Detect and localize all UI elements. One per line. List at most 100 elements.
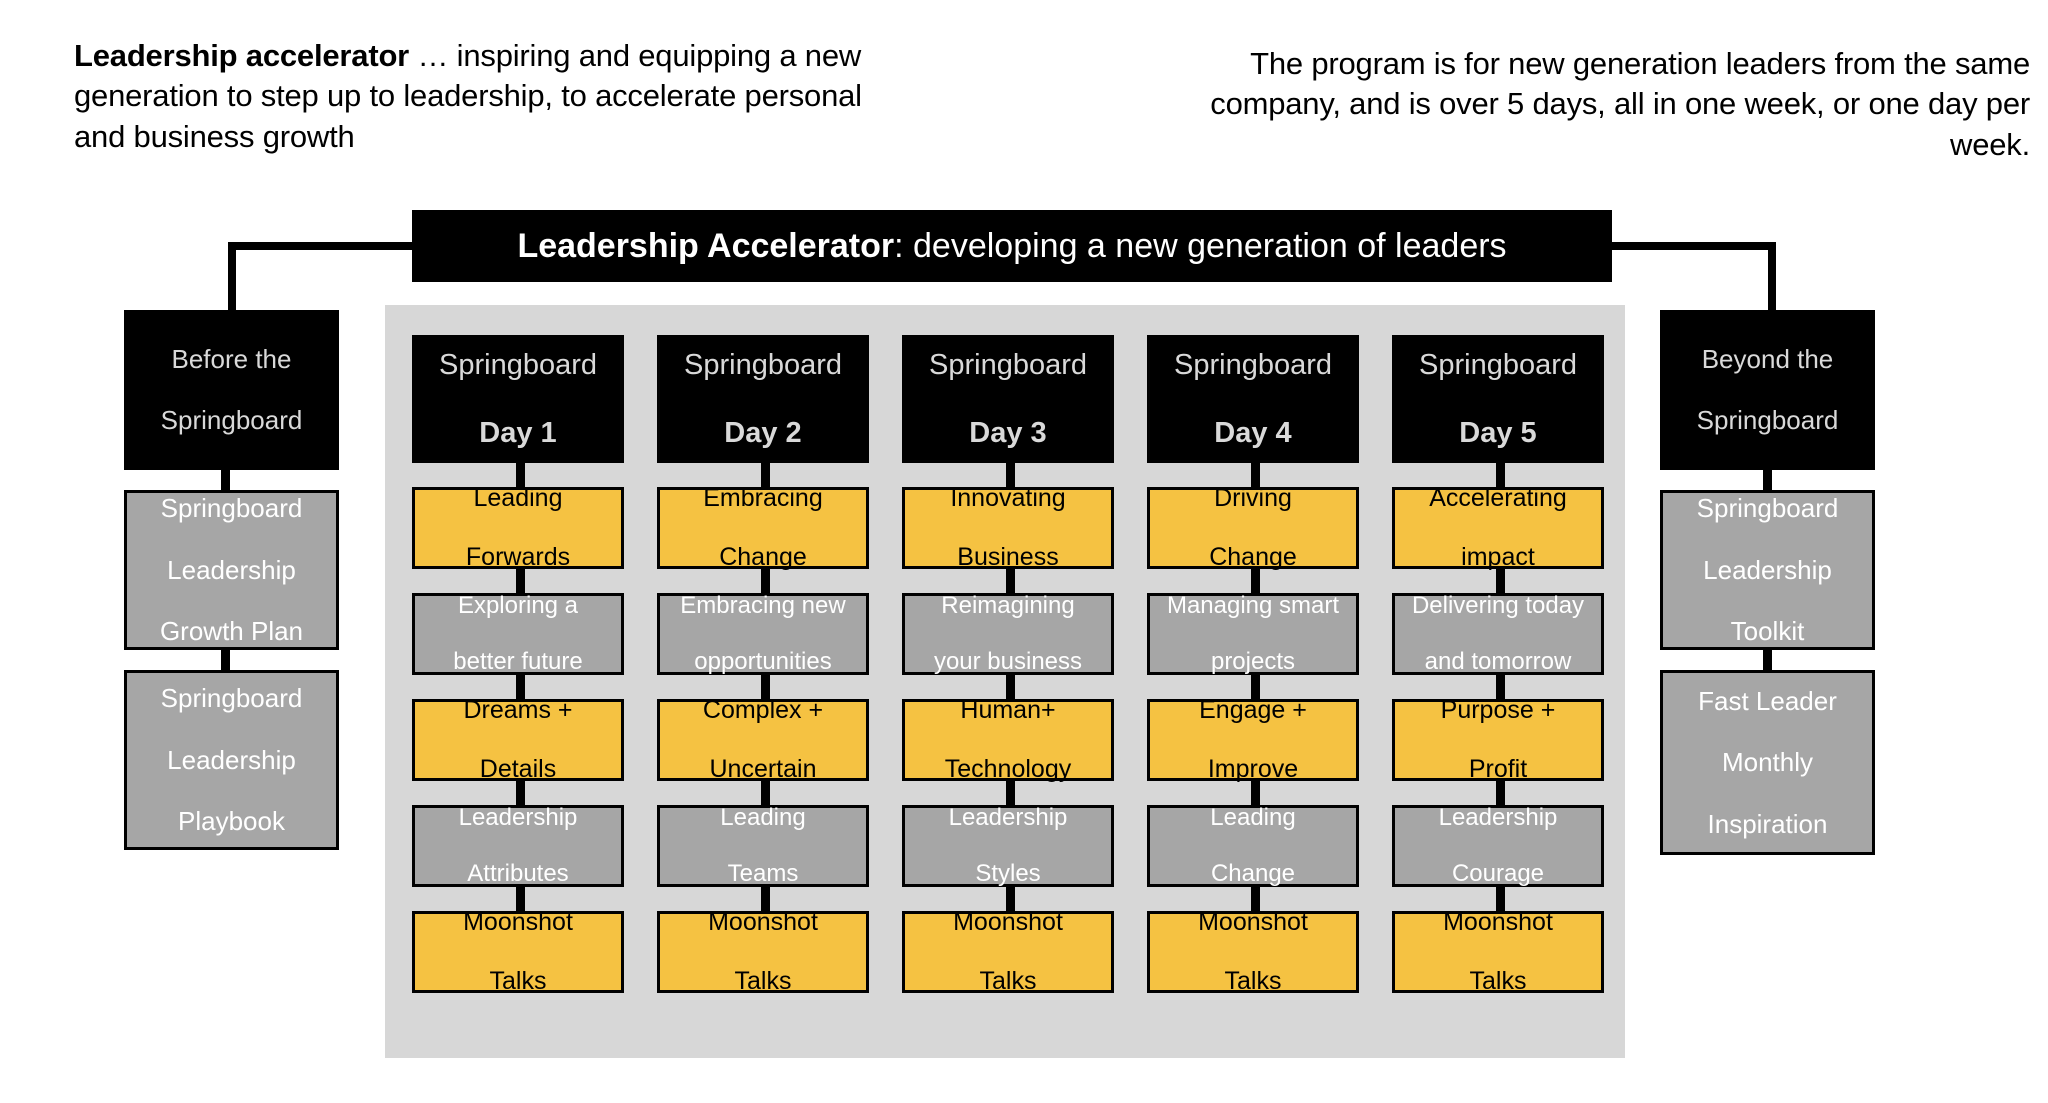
day-5-cell-5-line1: Moonshot — [1443, 907, 1553, 936]
connector-day-4-2 — [1251, 675, 1260, 701]
day-4-cell-3-label: Engage +Improve — [1187, 696, 1319, 785]
day-3-cell-3[interactable]: Human+Technology — [902, 696, 1114, 783]
before-the-springboard-header[interactable]: Before the Springboard — [124, 310, 339, 470]
day-4-cell-5-line2: Talks — [1224, 966, 1282, 995]
beyond-item-fast-leader[interactable]: Fast Leader Monthly Inspiration — [1660, 670, 1875, 855]
day-2-cell-3-label: Complex +Uncertain — [691, 696, 835, 785]
before-item-1-line2: Leadership — [167, 554, 296, 585]
page-title-strong: Leadership Accelerator — [517, 226, 895, 265]
day-2-cell-2-line1: Embracing new — [680, 591, 846, 619]
day-5-cell-3[interactable]: Purpose +Profit — [1392, 696, 1604, 783]
day-2-header-line1: Springboard — [684, 348, 842, 381]
day-2-header-line2: Day 2 — [724, 417, 802, 450]
connector-day-1-0 — [516, 463, 525, 489]
day-2-cell-3[interactable]: Complex +Uncertain — [657, 696, 869, 783]
connector-day-1-4 — [516, 887, 525, 913]
beyond-item-toolkit[interactable]: Springboard Leadership Toolkit — [1660, 490, 1875, 650]
before-item-playbook[interactable]: Springboard Leadership Playbook — [124, 670, 339, 850]
day-5-cell-1-line2: impact — [1461, 542, 1535, 571]
day-1-cell-1-line2: Forwards — [465, 542, 571, 571]
before-item-2-label: Springboard Leadership Playbook — [149, 683, 315, 836]
connector-day-2-0 — [761, 463, 770, 489]
day-3-cell-2-line2: your business — [933, 648, 1083, 676]
connector-day-4-1 — [1251, 569, 1260, 595]
connector-day-5-2 — [1496, 675, 1505, 701]
beyond-item-2-line1: Fast Leader — [1698, 685, 1837, 716]
day-1-cell-3-line1: Dreams + — [463, 695, 573, 724]
day-3-cell-1-line2: Business — [957, 542, 1059, 571]
day-4-header-line2: Day 4 — [1214, 417, 1292, 450]
connector-day-1-1 — [516, 569, 525, 595]
intro-text-right: The program is for new generation leader… — [1210, 46, 2030, 162]
day-5-cell-2-line2: and tomorrow — [1424, 648, 1572, 676]
day-5-cell-2-line1: Delivering today — [1411, 591, 1585, 619]
before-item-2-line1: Springboard — [160, 683, 303, 714]
beyond-the-springboard-header[interactable]: Beyond the Springboard — [1660, 310, 1875, 470]
day-1-header-line2: Day 1 — [479, 417, 557, 450]
day-4-cell-3[interactable]: Engage +Improve — [1147, 696, 1359, 783]
day-1-cell-3[interactable]: Dreams + Details — [412, 696, 624, 783]
day-3-cell-4-line2: Styles — [975, 860, 1041, 888]
before-header-label: Before the Springboard — [149, 344, 315, 436]
connector-before-2 — [221, 648, 230, 672]
day-4-cell-3-line1: Engage + — [1199, 695, 1307, 724]
day-5-cell-4-line2: Courage — [1451, 860, 1545, 888]
day-1-cell-3-label: Dreams + Details — [451, 696, 584, 785]
connector-day-5-1 — [1496, 569, 1505, 595]
day-1-cell-3-line2: Details — [479, 754, 557, 783]
day-4-cell-4-line2: Change — [1210, 860, 1296, 888]
day-2-cell-3-line1: Complex + — [702, 695, 824, 724]
before-item-growth-plan[interactable]: Springboard Leadership Growth Plan — [124, 490, 339, 650]
day-1-cell-4-line1: Leadership — [458, 803, 578, 831]
day-5-cell-2[interactable]: Delivering today and tomorrow — [1392, 591, 1604, 676]
before-item-2-line3: Playbook — [178, 806, 285, 836]
connector-day-2-4 — [761, 887, 770, 913]
connector-day-5-0 — [1496, 463, 1505, 489]
connector-day-3-3 — [1006, 781, 1015, 807]
connector-before-1 — [221, 468, 230, 492]
day-5-cell-1[interactable]: Accelerating impact — [1392, 483, 1604, 571]
connector-right-horizontal — [1606, 242, 1776, 250]
day-5-cell-1-line1: Accelerating — [1429, 483, 1567, 512]
day-5-cell-5-line2: Talks — [1469, 966, 1527, 995]
day-4-cell-5-line1: Moonshot — [1198, 907, 1308, 936]
day-2-cell-5-line2: Talks — [734, 966, 792, 995]
connector-day-3-4 — [1006, 887, 1015, 913]
connector-beyond-2 — [1763, 648, 1772, 672]
day-2-cell-1-line2: Change — [719, 542, 807, 571]
beyond-item-1-line2: Leadership — [1703, 554, 1832, 585]
day-4-cell-4-line1: Leading — [1210, 803, 1296, 831]
before-item-1-line3: Growth Plan — [159, 616, 304, 646]
intro-left-rest: … inspiring and equipping a new generati… — [74, 38, 862, 154]
